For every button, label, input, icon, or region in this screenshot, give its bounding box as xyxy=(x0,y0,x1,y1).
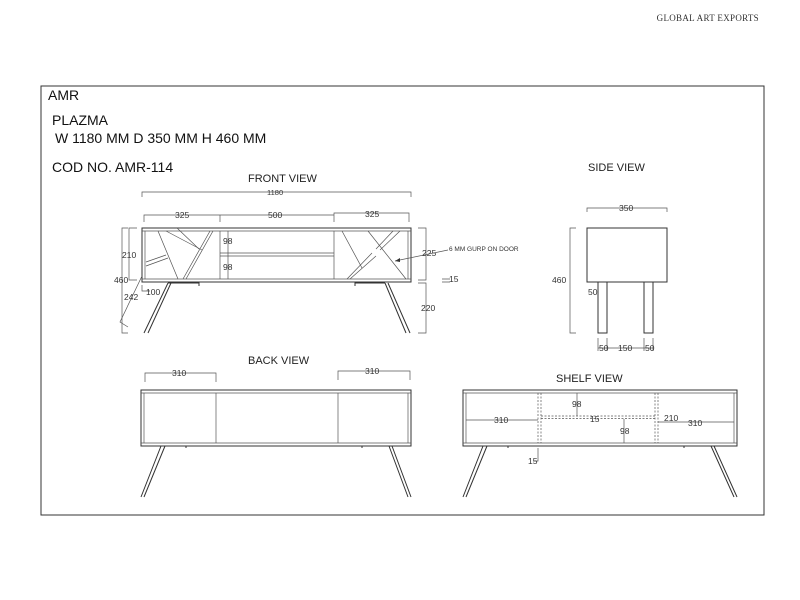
dim-shelf-left: 310 xyxy=(494,415,508,425)
dim-right-door: 325 xyxy=(365,209,379,219)
dim-overall-width: 1180 xyxy=(267,188,283,197)
dim-leg-top: 50 xyxy=(588,287,598,297)
dim-leg-height: 220 xyxy=(421,303,435,313)
side-view: SIDE VIEW 350 460 50 50 150 50 xyxy=(552,162,668,353)
shelf-view: SHELF VIEW 310 98 15 98 210 310 15 xyxy=(462,373,738,498)
dim-side-height: 460 xyxy=(552,275,566,285)
dim-back-left: 310 xyxy=(172,368,186,378)
dim-leg-left: 50 xyxy=(599,343,609,353)
dim-back-right: 310 xyxy=(365,366,379,376)
dim-leg-gap: 150 xyxy=(618,343,632,353)
dim-shelf-bottom: 98 xyxy=(223,262,233,272)
code-number: COD NO. AMR-114 xyxy=(52,159,173,175)
dim-leg-diagonal: 242 xyxy=(124,292,138,302)
code-short: AMR xyxy=(48,87,79,103)
brand-name: GLOBAL ART EXPORTS xyxy=(656,13,759,23)
product-dimensions: W 1180 MM D 350 MM H 460 MM xyxy=(55,130,266,146)
dim-shelf-thickness: 15 xyxy=(590,414,600,424)
dim-shelf-right: 310 xyxy=(688,418,702,428)
dim-leg-offset: 100 xyxy=(146,287,160,297)
front-view-title: FRONT VIEW xyxy=(248,173,317,185)
shelf-view-title: SHELF VIEW xyxy=(556,373,623,385)
front-view: FRONT VIEW 1180 325 500 325 98 98 210 46… xyxy=(114,173,519,334)
dim-overall-height: 460 xyxy=(114,275,128,285)
door-note: 6 MM GURP ON DOOR xyxy=(449,246,519,253)
dim-leg-right: 50 xyxy=(645,343,655,353)
dim-left-door: 325 xyxy=(175,210,189,220)
side-view-title: SIDE VIEW xyxy=(588,162,645,174)
dim-depth: 350 xyxy=(619,203,633,213)
dim-middle: 500 xyxy=(268,210,282,220)
dim-shelf-right-height: 210 xyxy=(664,413,678,423)
dim-shelf-top: 98 xyxy=(223,236,233,246)
dim-shelf-base: 15 xyxy=(528,456,538,466)
dim-height-box-left: 210 xyxy=(122,250,136,260)
dim-shelf-view-top: 98 xyxy=(572,399,582,409)
drawing-frame xyxy=(40,85,765,516)
dim-top-thickness: 15 xyxy=(449,274,459,284)
dim-height-box-right: 225 xyxy=(422,248,436,258)
back-view-title: BACK VIEW xyxy=(248,355,310,367)
dim-shelf-view-bottom: 98 xyxy=(620,426,630,436)
back-view: BACK VIEW 310 310 xyxy=(140,355,412,498)
product-name: PLAZMA xyxy=(52,112,109,128)
